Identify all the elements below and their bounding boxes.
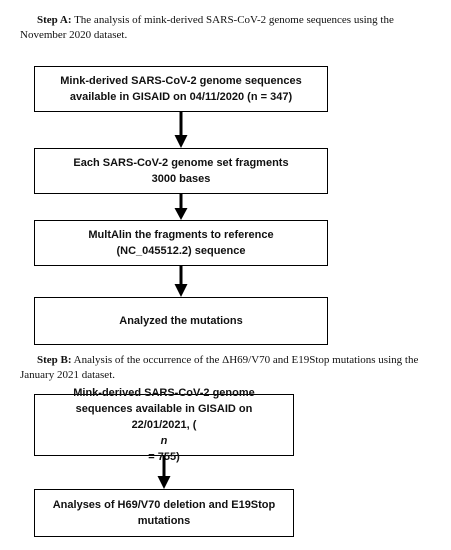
step-a-box-4: Analyzed the mutations bbox=[34, 297, 328, 345]
step-a-box-1-line-1: Mink-derived SARS-CoV-2 genome sequences bbox=[60, 75, 302, 87]
step-b-box-1-line-2: sequences available in GISAID on bbox=[75, 403, 253, 415]
step-a-box-3-line-2: (NC_045512.2) sequence bbox=[116, 245, 246, 257]
step-b-box-2-line-1: Analyses of H69/V70 deletion and E19Stop bbox=[52, 499, 276, 511]
step-a-box-2-line-2: 3000 bases bbox=[151, 173, 211, 185]
step-b-box-1-line-3-suffix: = 755) bbox=[148, 451, 180, 463]
step-b-box-1-line-3: 22/01/2021, ( n = 755) bbox=[73, 417, 255, 465]
step-b-label: Step B: bbox=[37, 354, 72, 366]
arrow-a2 bbox=[174, 194, 188, 220]
step-b-text: Analysis of the occurrence of the ΔH69/V… bbox=[20, 354, 419, 381]
step-a-text: The analysis of mink-derived SARS-CoV-2 … bbox=[20, 14, 394, 41]
step-a-box-2: Each SARS-CoV-2 genome set fragments 300… bbox=[34, 148, 328, 194]
step-a-box-2-line-1: Each SARS-CoV-2 genome set fragments bbox=[73, 157, 289, 169]
step-b-box-2-line-2: mutations bbox=[137, 515, 191, 527]
step-b-box-2: Analyses of H69/V70 deletion and E19Stop… bbox=[34, 489, 294, 537]
step-a-box-3: MultAlin the fragments to reference (NC_… bbox=[34, 220, 328, 266]
step-a-box-1-line-2: available in GISAID on 04/11/2020 (n = 3… bbox=[69, 91, 293, 103]
step-a-caption: Step A: The analysis of mink-derived SAR… bbox=[20, 13, 430, 43]
step-a-box-1: Mink-derived SARS-CoV-2 genome sequences… bbox=[34, 66, 328, 112]
step-b-box-1: Mink-derived SARS-CoV-2 genome sequences… bbox=[34, 387, 294, 463]
arrow-a1 bbox=[174, 112, 188, 148]
step-b-box-1-n: n bbox=[160, 435, 168, 447]
arrow-a3 bbox=[174, 266, 188, 297]
step-b-caption: Step B: Analysis of the occurrence of th… bbox=[20, 353, 430, 383]
step-b-box-1-line-3-prefix: 22/01/2021, ( bbox=[131, 419, 197, 431]
step-a-box-4-line-1: Analyzed the mutations bbox=[119, 315, 243, 327]
step-a-box-3-line-1: MultAlin the fragments to reference bbox=[88, 229, 274, 241]
step-b-box-1-line-1: Mink-derived SARS-CoV-2 genome bbox=[73, 387, 255, 399]
step-a-label: Step A: bbox=[37, 14, 72, 26]
